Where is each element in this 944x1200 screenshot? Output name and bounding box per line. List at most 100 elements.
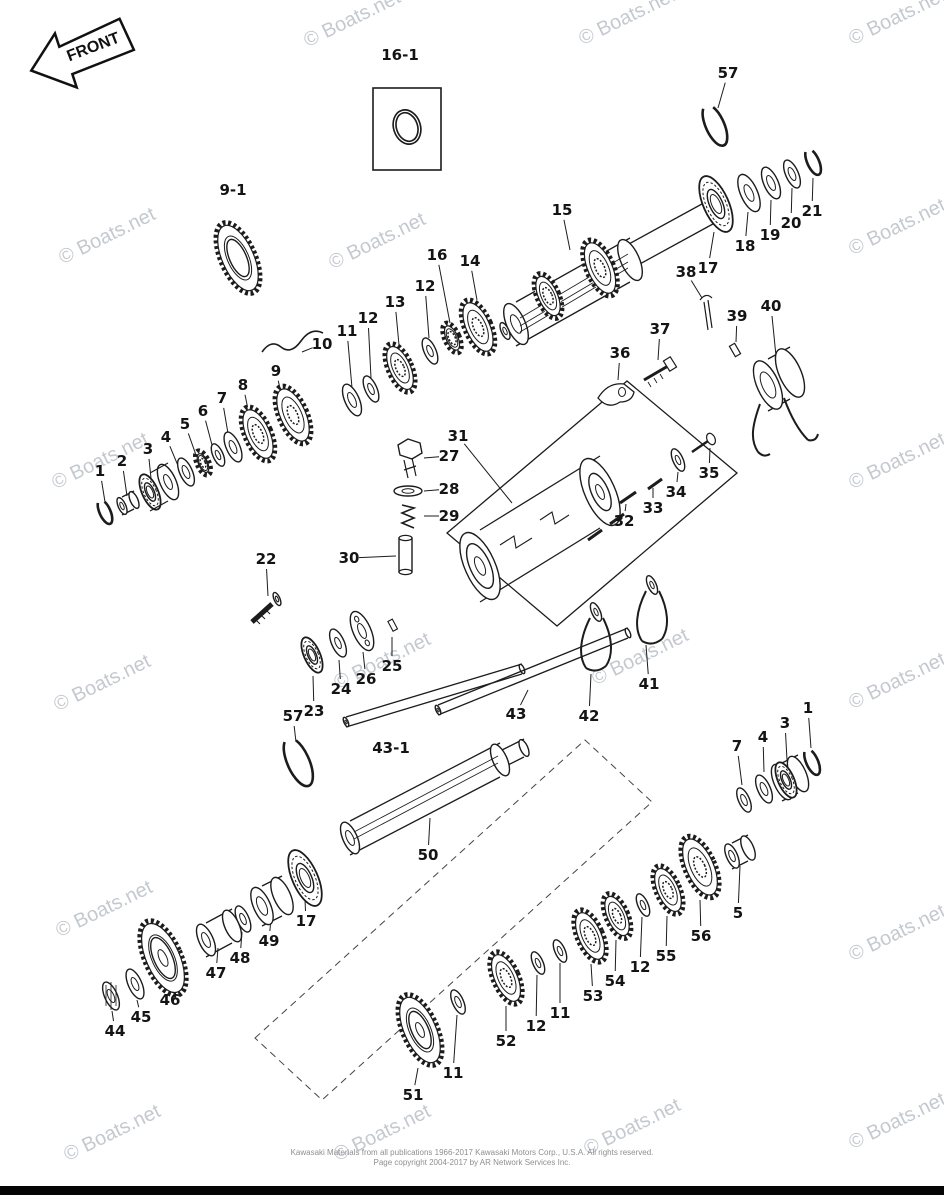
part-callout-4: 4 xyxy=(757,728,769,746)
shape-path xyxy=(349,742,501,856)
shape-g xyxy=(408,1010,432,1050)
shape-ellipse xyxy=(221,909,243,943)
shape-ellipse xyxy=(760,166,782,200)
part-callout-16: 16 xyxy=(426,246,448,264)
shape-ellipse xyxy=(295,862,315,894)
shape-ellipse xyxy=(495,961,517,995)
part-callout-30: 30 xyxy=(338,549,360,567)
shape-ellipse xyxy=(736,787,752,813)
part-callout-6: 6 xyxy=(197,402,209,420)
shape-ellipse xyxy=(728,849,736,863)
shape-line xyxy=(737,755,743,786)
shape-ellipse xyxy=(709,194,723,214)
shape-g xyxy=(754,774,774,804)
shape-g xyxy=(128,490,140,510)
part-callout-23: 23 xyxy=(303,702,325,720)
shape-ellipse xyxy=(276,388,310,442)
shape-g xyxy=(192,448,214,478)
shape-ellipse xyxy=(401,488,415,494)
shape-ellipse xyxy=(682,838,718,896)
part-callout-57: 57 xyxy=(282,707,304,725)
shape-line xyxy=(808,717,812,749)
part-callout-38: 38 xyxy=(675,263,697,281)
part-callout-39: 39 xyxy=(726,307,748,325)
shape-ellipse xyxy=(156,463,180,501)
shape-g xyxy=(530,951,546,975)
shape-g xyxy=(270,876,294,916)
part-callout-47: 47 xyxy=(205,964,227,982)
shape-ellipse xyxy=(149,936,177,980)
shape-path xyxy=(701,106,729,147)
shape-line xyxy=(691,439,709,454)
shape-line xyxy=(111,1010,115,1022)
shape-ellipse xyxy=(538,281,558,311)
shape-ellipse xyxy=(624,627,632,639)
shape-ellipse xyxy=(611,907,623,925)
shape-ellipse xyxy=(687,847,713,887)
shape-line xyxy=(414,1067,419,1086)
part-callout-3: 3 xyxy=(779,714,791,732)
shape-g xyxy=(736,787,752,813)
shape-ellipse xyxy=(462,302,494,352)
shape-g xyxy=(760,166,782,200)
part-callout-46: 46 xyxy=(159,991,181,1009)
shape-line xyxy=(438,264,451,324)
shape-g xyxy=(518,738,530,758)
shape-ellipse xyxy=(106,988,116,1004)
shape-line xyxy=(312,675,315,702)
shape-line xyxy=(614,939,617,972)
shape-path xyxy=(282,739,315,788)
shape-ellipse xyxy=(737,173,761,213)
shape-line xyxy=(362,651,366,670)
shape-ellipse xyxy=(740,793,748,807)
shape-ellipse xyxy=(130,976,140,992)
shape-g xyxy=(300,636,324,674)
shape-ellipse xyxy=(415,1022,425,1038)
shape-g xyxy=(210,443,226,467)
shape-g xyxy=(774,761,798,799)
shape-line xyxy=(785,732,788,761)
shape-ellipse xyxy=(588,472,612,512)
shape-line xyxy=(762,746,765,773)
shape-g xyxy=(645,575,659,595)
shape-ellipse xyxy=(341,383,363,417)
part-callout-26: 26 xyxy=(355,670,377,688)
part-callout-49: 49 xyxy=(258,932,280,950)
shape-ellipse xyxy=(649,580,655,590)
part-callout-22: 22 xyxy=(255,550,277,568)
shape-ellipse xyxy=(393,485,423,497)
shape-path xyxy=(499,511,570,549)
shape-ellipse xyxy=(692,856,708,878)
shape-ellipse xyxy=(250,886,274,926)
shape-line xyxy=(453,1014,458,1064)
shape-ellipse xyxy=(654,867,682,913)
part-callout-31: 31 xyxy=(447,427,469,445)
shape-ellipse xyxy=(228,439,238,455)
shape-g xyxy=(752,360,784,410)
shape-path xyxy=(803,149,823,177)
shape-ellipse xyxy=(334,636,342,650)
shape-ellipse xyxy=(530,951,546,975)
shape-line xyxy=(745,211,749,237)
shape-g xyxy=(670,448,686,472)
shape-g xyxy=(440,320,464,356)
part-callout-53: 53 xyxy=(582,987,604,1005)
shape-g xyxy=(465,542,495,590)
shape-line xyxy=(709,231,715,259)
shape-line xyxy=(647,477,663,491)
shape-path xyxy=(399,504,417,529)
part-callout-28: 28 xyxy=(438,480,460,498)
shape-g xyxy=(421,337,439,365)
shape-ellipse xyxy=(465,542,495,590)
footer-copyright-line2: Page copyright 2004-2017 by AR Network S… xyxy=(373,1158,571,1167)
shape-g xyxy=(195,923,217,957)
shape-g xyxy=(450,989,466,1015)
part-callout-34: 34 xyxy=(665,483,687,501)
shape-line xyxy=(619,490,637,505)
shape-g xyxy=(226,238,250,278)
shape-ellipse xyxy=(450,989,466,1015)
part-callout-41: 41 xyxy=(638,675,660,693)
part-callout-57: 57 xyxy=(717,64,739,82)
shape-ellipse xyxy=(588,250,612,286)
shape-g xyxy=(616,238,644,282)
